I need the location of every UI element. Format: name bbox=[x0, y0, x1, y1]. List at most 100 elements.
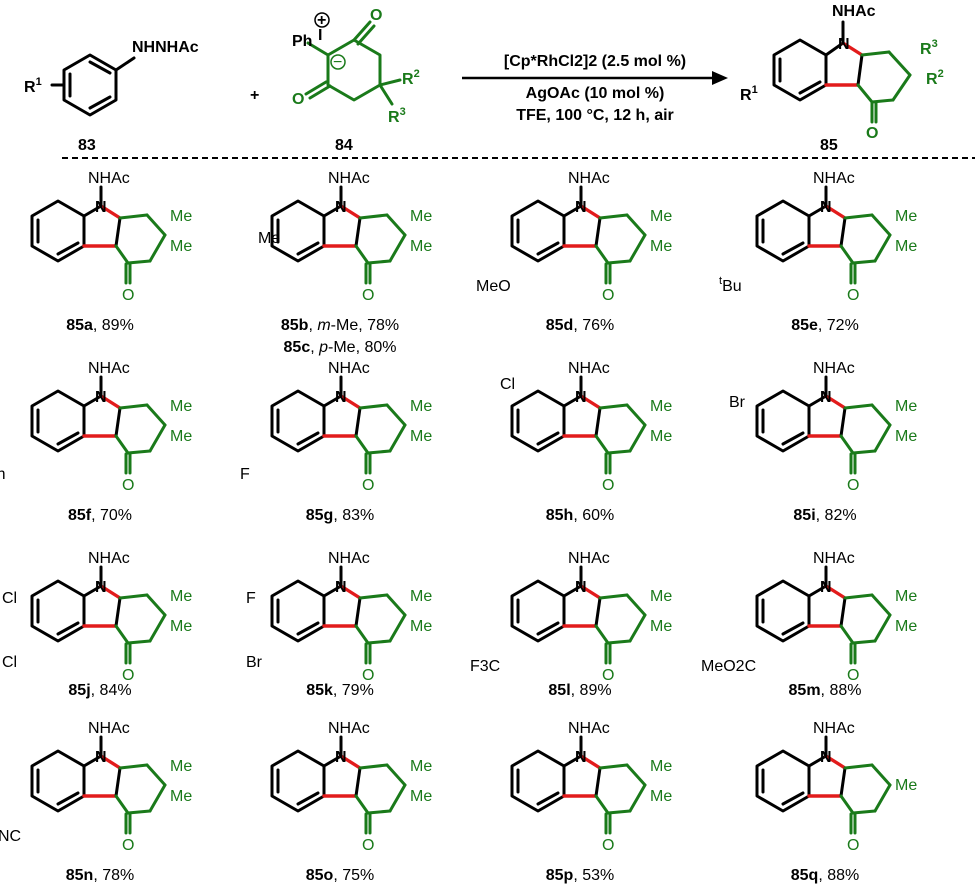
substituent-label: F bbox=[246, 590, 256, 607]
nhac-label: NHAc bbox=[813, 360, 855, 377]
methyl-label: Me bbox=[650, 208, 672, 225]
caption-85d: 85d, 76% bbox=[546, 317, 615, 334]
nitrogen-label: N bbox=[95, 199, 107, 216]
reactant-83-id: 83 bbox=[78, 137, 96, 154]
caption-85f: 85f, 70% bbox=[68, 507, 132, 524]
nhac-label: NHAc bbox=[328, 720, 370, 737]
nitrogen-label: N bbox=[575, 579, 587, 596]
nhac-label: NHAc bbox=[813, 720, 855, 737]
ketone-oxygen-label: O bbox=[362, 287, 374, 304]
caption-85o: 85o, 75% bbox=[306, 867, 375, 884]
positive-charge-sign: + bbox=[317, 12, 326, 29]
nhac-label: NHAc bbox=[88, 170, 130, 187]
ketone-oxygen-label: O bbox=[362, 837, 374, 854]
nitrogen-label: N bbox=[820, 579, 832, 596]
ketone-oxygen-label: O bbox=[362, 477, 374, 494]
caption-85q: 85q, 88% bbox=[791, 867, 860, 884]
ketone-oxygen-label: O bbox=[122, 287, 134, 304]
substituent-label: Me bbox=[258, 230, 280, 247]
positive-charge-icon bbox=[314, 12, 330, 28]
nitrogen-label: N bbox=[335, 749, 347, 766]
methyl-label: Me bbox=[410, 588, 432, 605]
reactant-83-r1: R1 bbox=[24, 76, 42, 96]
nhac-label: NHAc bbox=[813, 550, 855, 567]
condition-additive: AgOAc (10 mol %) bbox=[526, 85, 665, 102]
nhac-label: NHAc bbox=[88, 550, 130, 567]
nitrogen-label: N bbox=[95, 389, 107, 406]
nitrogen-label: N bbox=[95, 579, 107, 596]
ketone-oxygen-label: O bbox=[847, 837, 859, 854]
methyl-label: Me bbox=[895, 238, 917, 255]
product-85-r1: R1 bbox=[740, 84, 758, 104]
substituent-label: tBu bbox=[719, 275, 742, 295]
nhac-label: NHAc bbox=[88, 360, 130, 377]
substituent-label: Cl bbox=[2, 590, 17, 607]
methyl-label: Me bbox=[650, 788, 672, 805]
caption-85h: 85h, 60% bbox=[546, 507, 615, 524]
product-85f: NHAcNOMeMePh bbox=[0, 360, 192, 494]
ketone-oxygen-label: O bbox=[602, 287, 614, 304]
methyl-label: Me bbox=[410, 208, 432, 225]
methyl-label: Me bbox=[650, 398, 672, 415]
nitrogen-label: N bbox=[820, 199, 832, 216]
methyl-label: Me bbox=[895, 588, 917, 605]
nitrogen-label: N bbox=[95, 749, 107, 766]
nitrogen-label: N bbox=[575, 749, 587, 766]
plus-sign: + bbox=[250, 87, 259, 104]
reactant-84-o-bottom: O bbox=[292, 91, 304, 108]
methyl-label: Me bbox=[410, 618, 432, 635]
nhac-label: NHAc bbox=[568, 170, 610, 187]
nitrogen-label: N bbox=[820, 749, 832, 766]
nhac-label: NHAc bbox=[88, 720, 130, 737]
condition-catalyst: [Cp*RhCl2]2 (2.5 mol %) bbox=[504, 53, 686, 70]
methyl-label: Me bbox=[650, 618, 672, 635]
methyl-label: Me bbox=[895, 428, 917, 445]
caption-85m: 85m, 88% bbox=[789, 682, 862, 699]
substituent-label: Cl bbox=[500, 376, 515, 393]
caption-85l: 85l, 89% bbox=[548, 682, 611, 699]
nhac-label: NHAc bbox=[328, 170, 370, 187]
methyl-label: Me bbox=[410, 428, 432, 445]
methyl-label: Me bbox=[895, 398, 917, 415]
caption-85k: 85k, 79% bbox=[306, 682, 374, 699]
substituent-label: F bbox=[240, 466, 250, 483]
ketone-oxygen-label: O bbox=[122, 667, 134, 684]
reactant-84-o-top: O bbox=[370, 7, 382, 24]
reaction-arrow-head-icon bbox=[712, 71, 728, 85]
nitrogen-label: N bbox=[575, 389, 587, 406]
methyl-label: Me bbox=[410, 788, 432, 805]
substituent-label: MeO bbox=[476, 278, 511, 295]
nhac-label: NHAc bbox=[328, 360, 370, 377]
ketone-oxygen-label: O bbox=[602, 837, 614, 854]
product-85-r2: R2 bbox=[926, 68, 944, 88]
ketone-oxygen-label: O bbox=[847, 667, 859, 684]
substituent-label: NC bbox=[0, 828, 21, 845]
methyl-label: Me bbox=[650, 238, 672, 255]
substituent-label: F3C bbox=[470, 658, 500, 675]
caption-85g: 85g, 83% bbox=[306, 507, 375, 524]
methyl-label: Me bbox=[170, 788, 192, 805]
nhac-label: NHAc bbox=[568, 360, 610, 377]
condition-solvent: TFE, 100 °C, 12 h, air bbox=[516, 107, 674, 124]
methyl-label: Me bbox=[895, 618, 917, 635]
substituent-label: MeO2C bbox=[701, 658, 756, 675]
product-85-o: O bbox=[866, 125, 878, 142]
methyl-label: Me bbox=[410, 398, 432, 415]
reactant-84-ph: Ph bbox=[292, 33, 312, 50]
ketone-oxygen-label: O bbox=[122, 477, 134, 494]
caption-85n: 85n, 78% bbox=[66, 867, 135, 884]
product-85-id: 85 bbox=[820, 137, 838, 154]
reactant-84-structure bbox=[304, 20, 402, 106]
reactant-84-iodine: I bbox=[318, 27, 322, 44]
substituent-label: Br bbox=[246, 654, 263, 671]
methyl-label: Me bbox=[170, 428, 192, 445]
methyl-label: Me bbox=[895, 208, 917, 225]
